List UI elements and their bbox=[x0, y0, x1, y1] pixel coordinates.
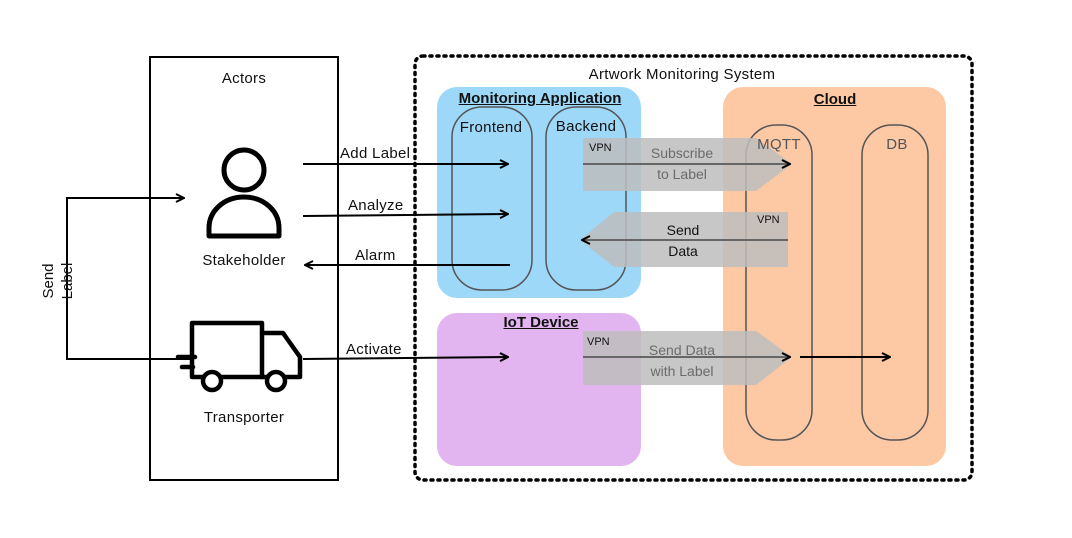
db-label: DB bbox=[886, 136, 908, 153]
send-data-with-label-line1: Send Data bbox=[648, 342, 716, 358]
subscribe-label-line2: to Label bbox=[657, 166, 707, 182]
mqtt-lane bbox=[745, 124, 813, 441]
activate-flow-label: Activate bbox=[346, 341, 402, 358]
send-data-label-vpn-tag: VPN bbox=[587, 336, 610, 348]
iot-device-title: IoT Device bbox=[503, 314, 579, 331]
monitoring-app-title: Monitoring Application bbox=[458, 90, 622, 107]
send-label-line1: Send bbox=[40, 263, 57, 299]
system-boundary bbox=[413, 54, 974, 482]
add-label-flow-label: Add Label bbox=[340, 145, 411, 162]
send-data-label-line2: Data bbox=[668, 243, 698, 259]
system-title: Artwork Monitoring System bbox=[588, 66, 776, 83]
analyze-arrow bbox=[302, 214, 508, 216]
truck-icon bbox=[175, 320, 303, 393]
send-data-label: Send Data bbox=[628, 220, 738, 262]
subscribe-label-line1: Subscribe bbox=[650, 145, 714, 161]
analyze-flow-label: Analyze bbox=[348, 197, 404, 214]
frontend-label: Frontend bbox=[459, 119, 523, 136]
backend-label: Backend bbox=[555, 118, 617, 135]
subscribe-vpn-tag: VPN bbox=[589, 142, 612, 154]
db-lane bbox=[861, 124, 929, 441]
actors-box bbox=[149, 56, 339, 481]
frontend-lane bbox=[451, 106, 533, 291]
mqtt-label: MQTT bbox=[757, 136, 801, 153]
subscribe-label: Subscribe to Label bbox=[627, 143, 737, 185]
cloud-area bbox=[723, 87, 946, 466]
stakeholder-label: Stakeholder bbox=[202, 252, 286, 269]
actors-title: Actors bbox=[221, 70, 267, 87]
send-data-with-label-line2: with Label bbox=[650, 363, 714, 379]
send-data-vpn-tag: VPN bbox=[757, 214, 780, 226]
transporter-label: Transporter bbox=[203, 409, 285, 426]
send-data-with-label: Send Data with Label bbox=[622, 340, 742, 382]
send-data-label-line1: Send bbox=[666, 222, 700, 238]
send-label-line2: Label bbox=[59, 262, 76, 300]
alarm-flow-label: Alarm bbox=[355, 247, 396, 264]
backend-lane bbox=[545, 106, 627, 291]
person-icon bbox=[206, 147, 282, 239]
send-label-loop-arrow bbox=[66, 198, 190, 360]
activate-arrow bbox=[302, 357, 508, 359]
send-label-flow-label: Send Label bbox=[39, 251, 89, 311]
cloud-title: Cloud bbox=[813, 91, 857, 108]
